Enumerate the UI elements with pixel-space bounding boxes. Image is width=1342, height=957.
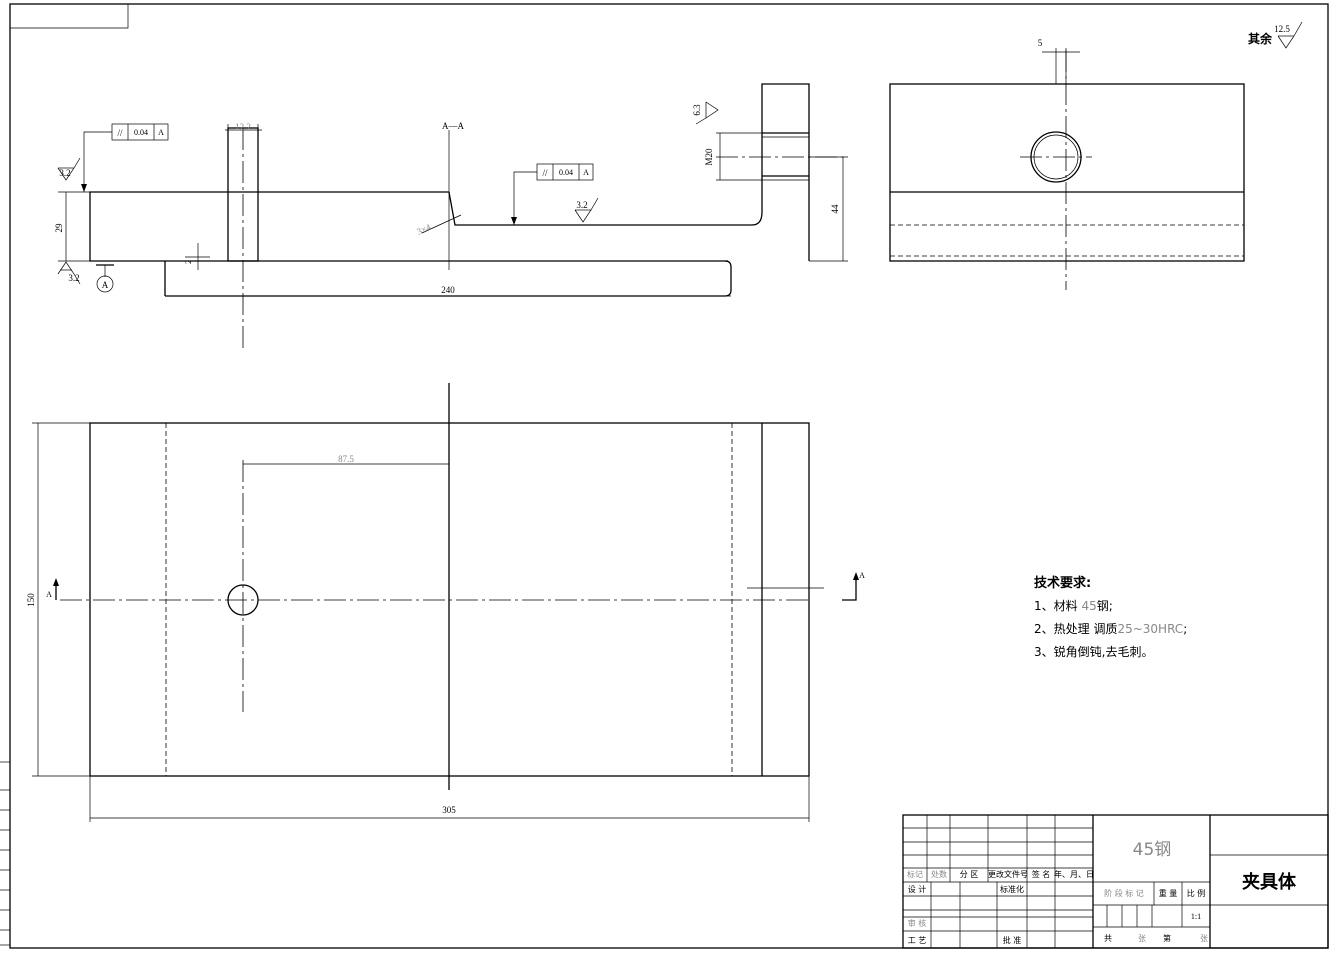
tb-design: 设 计 bbox=[908, 884, 927, 894]
technical-requirements: 技术要求: 1、材料 45钢; 2、热处理 调质25~30HRC; 3、锐角倒钝… bbox=[1034, 575, 1187, 659]
tb-count: 处数 bbox=[931, 869, 947, 879]
dim-240: 240 bbox=[441, 285, 455, 295]
dim-150: 150 bbox=[26, 593, 36, 607]
dim-5: 5 bbox=[1038, 38, 1043, 48]
tb-standard: 标准化 bbox=[1000, 884, 1024, 894]
tb-material: 45钢 bbox=[1133, 840, 1172, 860]
tech-line1-suffix: 钢; bbox=[1097, 599, 1113, 613]
tb-process: 工 艺 bbox=[908, 936, 927, 945]
tech-heading: 技术要求: bbox=[1034, 575, 1091, 591]
section-label: A—A bbox=[442, 121, 464, 131]
roughness-labels: 3.2 3.2 3.2 6.3 其余 12.5 bbox=[59, 24, 1290, 283]
roughness-middle: 3.2 bbox=[576, 200, 587, 210]
tol-mid-symbol: // bbox=[542, 168, 548, 178]
roughness-other-label: 其余 bbox=[1248, 31, 1273, 46]
tol-mid-value: 0.04 bbox=[559, 168, 573, 177]
tb-zone: 分 区 bbox=[960, 870, 979, 879]
top-view bbox=[32, 383, 859, 822]
tech-line1-value: 45 bbox=[1081, 599, 1096, 613]
tb-stage-mark: 阶 段 标 记 bbox=[1104, 888, 1144, 898]
roughness-left-bottom: 3.2 bbox=[68, 273, 79, 283]
svg-text:2、热处理 调质25~30HRC;: 2、热处理 调质25~30HRC; bbox=[1034, 622, 1187, 636]
dim-29: 29 bbox=[54, 223, 64, 233]
tb-approve: 批 准 bbox=[1003, 935, 1022, 945]
roughness-upright: 6.3 bbox=[692, 104, 702, 116]
tech-line2-suffix: ; bbox=[1183, 622, 1187, 636]
tb-sheets: 张 bbox=[1138, 934, 1146, 943]
tol-left-symbol: // bbox=[117, 128, 123, 138]
roughness-other-value: 12.5 bbox=[1274, 24, 1290, 34]
tb-num: 第 bbox=[1163, 933, 1171, 943]
tol-left-datum: A bbox=[158, 128, 164, 137]
dim-chamfer: 3×4 bbox=[415, 222, 432, 237]
tb-part-name: 夹具体 bbox=[1242, 871, 1297, 893]
datum-a-label: A bbox=[102, 280, 109, 290]
tolerance-frames: // 0.04 A // 0.04 A bbox=[117, 128, 589, 178]
dim-44: 44 bbox=[830, 204, 840, 214]
tb-scale: 1:1 bbox=[1191, 912, 1201, 921]
dim-87-5: 87.5 bbox=[338, 454, 354, 464]
sheet-border bbox=[0, 3, 1329, 949]
tol-mid-datum: A bbox=[583, 168, 589, 177]
tb-weight: 重 量 bbox=[1159, 888, 1178, 898]
title-block: 45钢 夹具体 1:1 标记 处数 分 区 更改文件号 签 名 年、月、日 设 … bbox=[902, 814, 1329, 949]
section-marker-left: A bbox=[46, 590, 52, 599]
tb-change-doc: 更改文件号 bbox=[988, 869, 1028, 879]
side-view bbox=[889, 21, 1303, 290]
tb-date: 年、月、日 bbox=[1054, 869, 1094, 879]
tb-mark: 标记 bbox=[907, 869, 923, 879]
tech-line2-prefix: 2、热处理 调质 bbox=[1034, 622, 1117, 636]
dim-m20: M20 bbox=[704, 148, 714, 166]
tb-sheet2: 张 bbox=[1200, 934, 1208, 943]
tb-sign: 签 名 bbox=[1032, 869, 1051, 879]
tech-line3: 3、锐角倒钝,去毛刺。 bbox=[1034, 645, 1153, 659]
tb-review: 审 核 bbox=[908, 918, 927, 928]
roughness-left-top: 3.2 bbox=[59, 168, 70, 178]
dim-12-2: 12.2 bbox=[235, 122, 251, 132]
dim-305: 305 bbox=[442, 805, 456, 815]
front-section-view bbox=[57, 83, 848, 350]
section-marker-right: A bbox=[859, 571, 865, 580]
tol-left-value: 0.04 bbox=[134, 128, 148, 137]
view-labels: A—A A A A bbox=[46, 121, 865, 599]
tb-ratio: 比 例 bbox=[1187, 888, 1206, 898]
tb-total: 共 bbox=[1104, 934, 1112, 943]
dim-2: 2 bbox=[184, 260, 193, 264]
tech-line2-value: 25~30HRC bbox=[1117, 622, 1183, 636]
svg-text:1、材料 45钢;: 1、材料 45钢; bbox=[1034, 599, 1113, 613]
tech-line1-prefix: 1、材料 bbox=[1034, 599, 1081, 613]
